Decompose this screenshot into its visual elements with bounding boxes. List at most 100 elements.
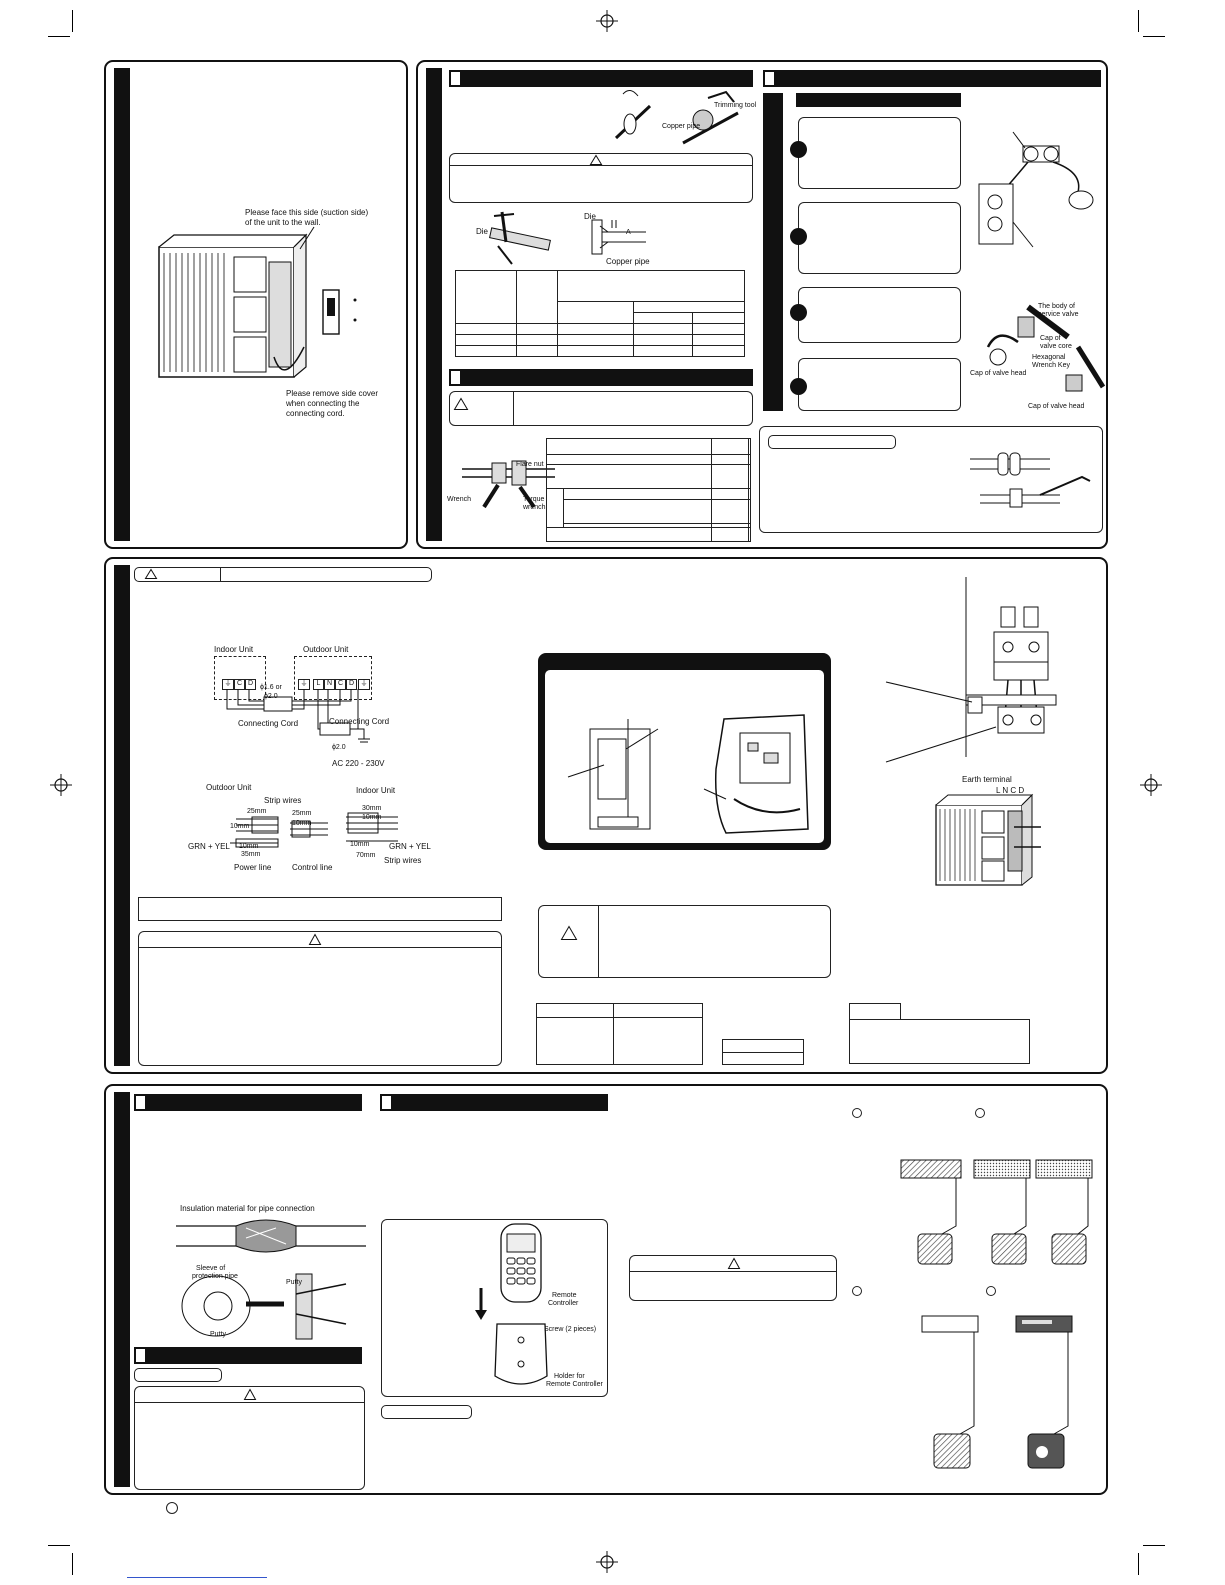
dim-25mm: 25mm: [247, 808, 267, 815]
label-strip-wires-1: Strip wires: [264, 796, 302, 805]
warning-triangle-icon: [727, 1257, 741, 1269]
wiring-lines: [226, 689, 370, 743]
warning-triangle-icon: [243, 1388, 257, 1400]
label-face-wall-2: of the unit to the wall.: [245, 218, 321, 227]
bottom-link-line: [127, 1577, 267, 1578]
manifold-gauge-illustration: [978, 131, 1094, 248]
cable-spec-table: [536, 1003, 703, 1065]
label-outdoor-unit: Outdoor Unit: [303, 645, 349, 654]
purging-step-1: [798, 117, 961, 189]
panel-wiring: Indoor Unit Outdoor Unit ⏚ C D L N C D ⏚…: [104, 557, 1108, 1074]
label-indoor-unit: Indoor Unit: [214, 645, 254, 654]
option-marker-a: [852, 1108, 862, 1118]
label-copper-pipe: Copper pipe: [662, 123, 701, 130]
panel-side-bar: [114, 68, 130, 541]
dim-35mm: 35mm: [241, 851, 261, 858]
step-1-marker: [790, 141, 807, 158]
unit-combination-illustration: [900, 1159, 1093, 1469]
label-holder-2: Remote Controller: [546, 1381, 603, 1388]
indoor-unit-electrical-illustration: [703, 714, 809, 834]
wiring-caution-box: [138, 931, 502, 1066]
label-earth-terminal: Earth terminal: [962, 775, 1012, 784]
insulation-illustration: [176, 1219, 366, 1340]
indoor-strip-diagram: [346, 812, 398, 842]
label-die-2: Die: [584, 212, 597, 221]
label-sleeve-1: Sleeve of: [196, 1265, 226, 1272]
registration-mark-icon: [50, 774, 72, 796]
label-connecting-cord-1: Connecting Cord: [238, 719, 299, 728]
label-body-valve-1: The body of: [1038, 303, 1075, 310]
remote-holder-box: [381, 1219, 608, 1397]
outdoor-terminal-box: [294, 656, 372, 700]
label-cap-head-2: Cap of valve head: [1028, 403, 1085, 410]
remote-controller-illustration: [475, 1223, 548, 1385]
label-power-line: Power line: [234, 863, 272, 872]
warning-triangle-icon: [560, 925, 578, 940]
panel-side-bar: [114, 1092, 130, 1487]
remote-caution-box: [629, 1255, 837, 1301]
dim-25mm-b: 25mm: [292, 810, 312, 817]
label-remove-cover-2: when connecting the: [286, 399, 360, 408]
leak-check-title: [768, 435, 896, 449]
label-control-line: Control line: [292, 863, 333, 872]
footer-circle-mark: [166, 1502, 178, 1514]
label-insulation-material: Insulation material for pipe connection: [180, 1204, 315, 1213]
warning-triangle-icon: [453, 397, 469, 410]
dim-70mm: 70mm: [356, 852, 376, 859]
crop-mark-icon: [48, 1545, 70, 1546]
label-wrench: Wrench: [447, 496, 471, 503]
header-test-run: [134, 1347, 362, 1364]
label-die-1: Die: [476, 227, 489, 236]
crop-mark-icon: [1138, 10, 1139, 32]
power-line-strip-diagram: [230, 816, 279, 848]
step-4-marker: [790, 378, 807, 395]
label-screw: Screw (2 pieces): [544, 1326, 597, 1333]
label-hex-key-2: Wrench Key: [1032, 362, 1070, 369]
test-run-subtitle: [134, 1368, 222, 1382]
header-connecting: [449, 369, 753, 386]
dim-30mm: 30mm: [362, 805, 382, 812]
purging-side-bar: [763, 93, 783, 411]
pipe-cutter-illustration: [614, 90, 739, 145]
label-cap-core-2: valve core: [1040, 343, 1072, 350]
caution-box-flaring: [449, 153, 753, 203]
label-outdoor-unit-2: Outdoor Unit: [206, 783, 252, 792]
header-insulation: [134, 1094, 362, 1111]
warning-box-connecting: [449, 391, 753, 426]
label-wire-size-1b: ϕ2.0: [264, 693, 278, 700]
note-tab: [849, 1003, 901, 1020]
flare-dimension-table: [455, 270, 745, 358]
option-marker-b: [975, 1108, 985, 1118]
warning-triangle-icon: [144, 568, 158, 579]
dim-10mm-b: 10mm: [239, 843, 259, 850]
indoor-unit-side-illustration: [567, 719, 659, 830]
note-box: [849, 1019, 1030, 1064]
label-connecting-cord-2: Connecting Cord: [329, 717, 390, 726]
warning-triangle-icon: [308, 933, 322, 945]
label-holder-1: Holder for: [554, 1373, 585, 1380]
label-face-wall-1: Please face this side (suction side): [245, 208, 369, 217]
outdoor-unit-wiring-illustration: [935, 793, 1041, 886]
side-cover-illustration: [322, 289, 357, 335]
crop-mark-icon: [1138, 1553, 1139, 1575]
panel-finishing: Insulation material for pipe connection …: [104, 1084, 1108, 1495]
label-remote-1: Remote: [552, 1292, 577, 1299]
panel-outdoor-placement: Please face this side (suction side) of …: [104, 60, 408, 549]
indoor-term-c: C: [234, 679, 245, 690]
label-torque-1: Torque: [523, 496, 545, 503]
step-2-marker: [790, 228, 807, 245]
dim-10mm-e: 10mm: [350, 841, 370, 848]
outdoor-term-ground-2: ⏚: [358, 679, 370, 690]
purging-step-2: [798, 202, 961, 274]
flare-nut-wrench-illustration: [462, 460, 555, 509]
crop-mark-icon: [1143, 1545, 1165, 1546]
crop-mark-icon: [72, 1553, 73, 1575]
label-sleeve-2: protection pipe: [192, 1273, 238, 1280]
label-remote-2: Controller: [548, 1300, 579, 1307]
option-marker-c: [852, 1286, 862, 1296]
header-flaring: [449, 70, 753, 87]
indoor-term-ground: ⏚: [222, 679, 234, 690]
label-wire-size-1a: ϕ1.6 or: [260, 684, 282, 691]
purging-subheader: [796, 93, 961, 107]
label-strip-wires-2: Strip wires: [384, 856, 422, 865]
